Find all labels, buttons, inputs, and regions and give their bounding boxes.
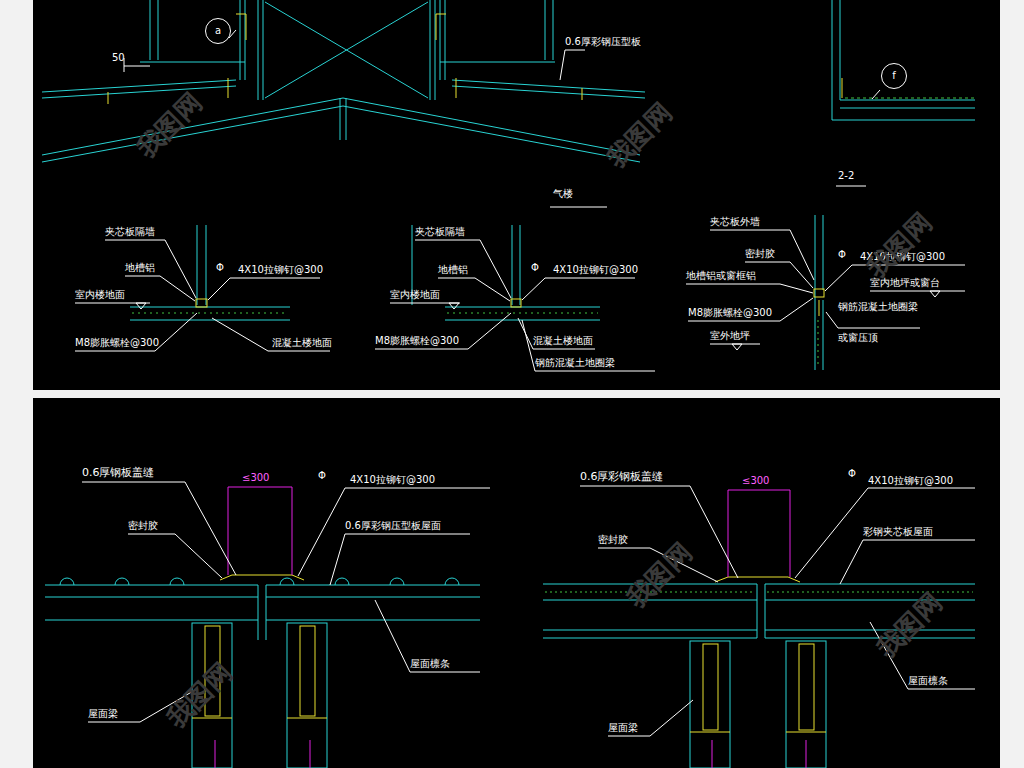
callout-label: 室内楼地面 xyxy=(390,289,440,301)
callout-label: 屋面梁 xyxy=(88,708,118,720)
callout-label: 0.6厚彩钢压型板屋面 xyxy=(345,520,441,532)
callout-label: 密封胶 xyxy=(745,248,775,260)
callout-label: Φ xyxy=(848,468,856,480)
callout-label: 钢筋混凝土地圈梁 xyxy=(535,357,615,369)
callout-label: 密封胶 xyxy=(128,520,158,532)
callout-label: 0.6厚彩钢压型板 xyxy=(565,36,641,48)
callout-label: Φ xyxy=(838,249,846,261)
callout-label: 彩钢夹芯板屋面 xyxy=(863,526,933,538)
callout-label: M8膨胀螺栓@300 xyxy=(75,337,159,349)
callout-label: 地槽铝或窗框铝 xyxy=(686,270,756,282)
callout-label: 夹芯板隔墙 xyxy=(415,226,465,238)
detail-index-circle: a xyxy=(205,18,231,44)
callout-label: 4X10拉铆钉@300 xyxy=(350,474,435,486)
callout-label: Φ xyxy=(531,262,539,274)
callout-label: 4X10拉铆钉@300 xyxy=(553,264,638,276)
callout-label: 室外地坪 xyxy=(710,330,750,342)
callout-label: ≤300 xyxy=(242,472,269,484)
callout-label: 室内楼地面 xyxy=(75,289,125,301)
callout-label: 4X10拉铆钉@300 xyxy=(868,475,953,487)
callout-label: 50 xyxy=(112,52,125,64)
callout-label: 混凝土楼地面 xyxy=(272,337,332,349)
callout-label: 夹芯板隔墙 xyxy=(105,226,155,238)
callout-label: ≤300 xyxy=(742,475,769,487)
callout-label: 地槽铝 xyxy=(438,264,468,276)
callout-label: 屋面檩条 xyxy=(908,675,948,687)
callout-label: 混凝土楼地面 xyxy=(533,335,593,347)
drawing-panel xyxy=(33,0,1000,390)
callout-label: 屋面梁 xyxy=(608,722,638,734)
callout-label: Φ xyxy=(216,262,224,274)
callout-label: 或窗压顶 xyxy=(838,332,878,344)
callout-label: 气楼 xyxy=(553,188,573,200)
callout-label: 0.6厚彩钢板盖缝 xyxy=(580,471,664,483)
callout-label: 夹芯板外墙 xyxy=(710,216,760,228)
callout-label: 地槽铝 xyxy=(125,262,155,274)
detail-index-circle: f xyxy=(881,63,907,89)
callout-label: M8膨胀螺栓@300 xyxy=(375,335,459,347)
callout-label: 4X10拉铆钉@300 xyxy=(238,264,323,276)
callout-label: 钢筋混凝土地圈梁 xyxy=(838,301,918,313)
callout-label: Φ xyxy=(318,470,326,482)
callout-label: 0.6厚钢板盖缝 xyxy=(82,467,155,479)
callout-label: 密封胶 xyxy=(598,534,628,546)
callout-label: M8膨胀螺栓@300 xyxy=(688,307,772,319)
detail-index: f xyxy=(892,70,896,82)
detail-index: a xyxy=(215,25,221,37)
callout-label: 屋面檩条 xyxy=(410,658,450,670)
callout-label: 2-2 xyxy=(838,170,854,182)
